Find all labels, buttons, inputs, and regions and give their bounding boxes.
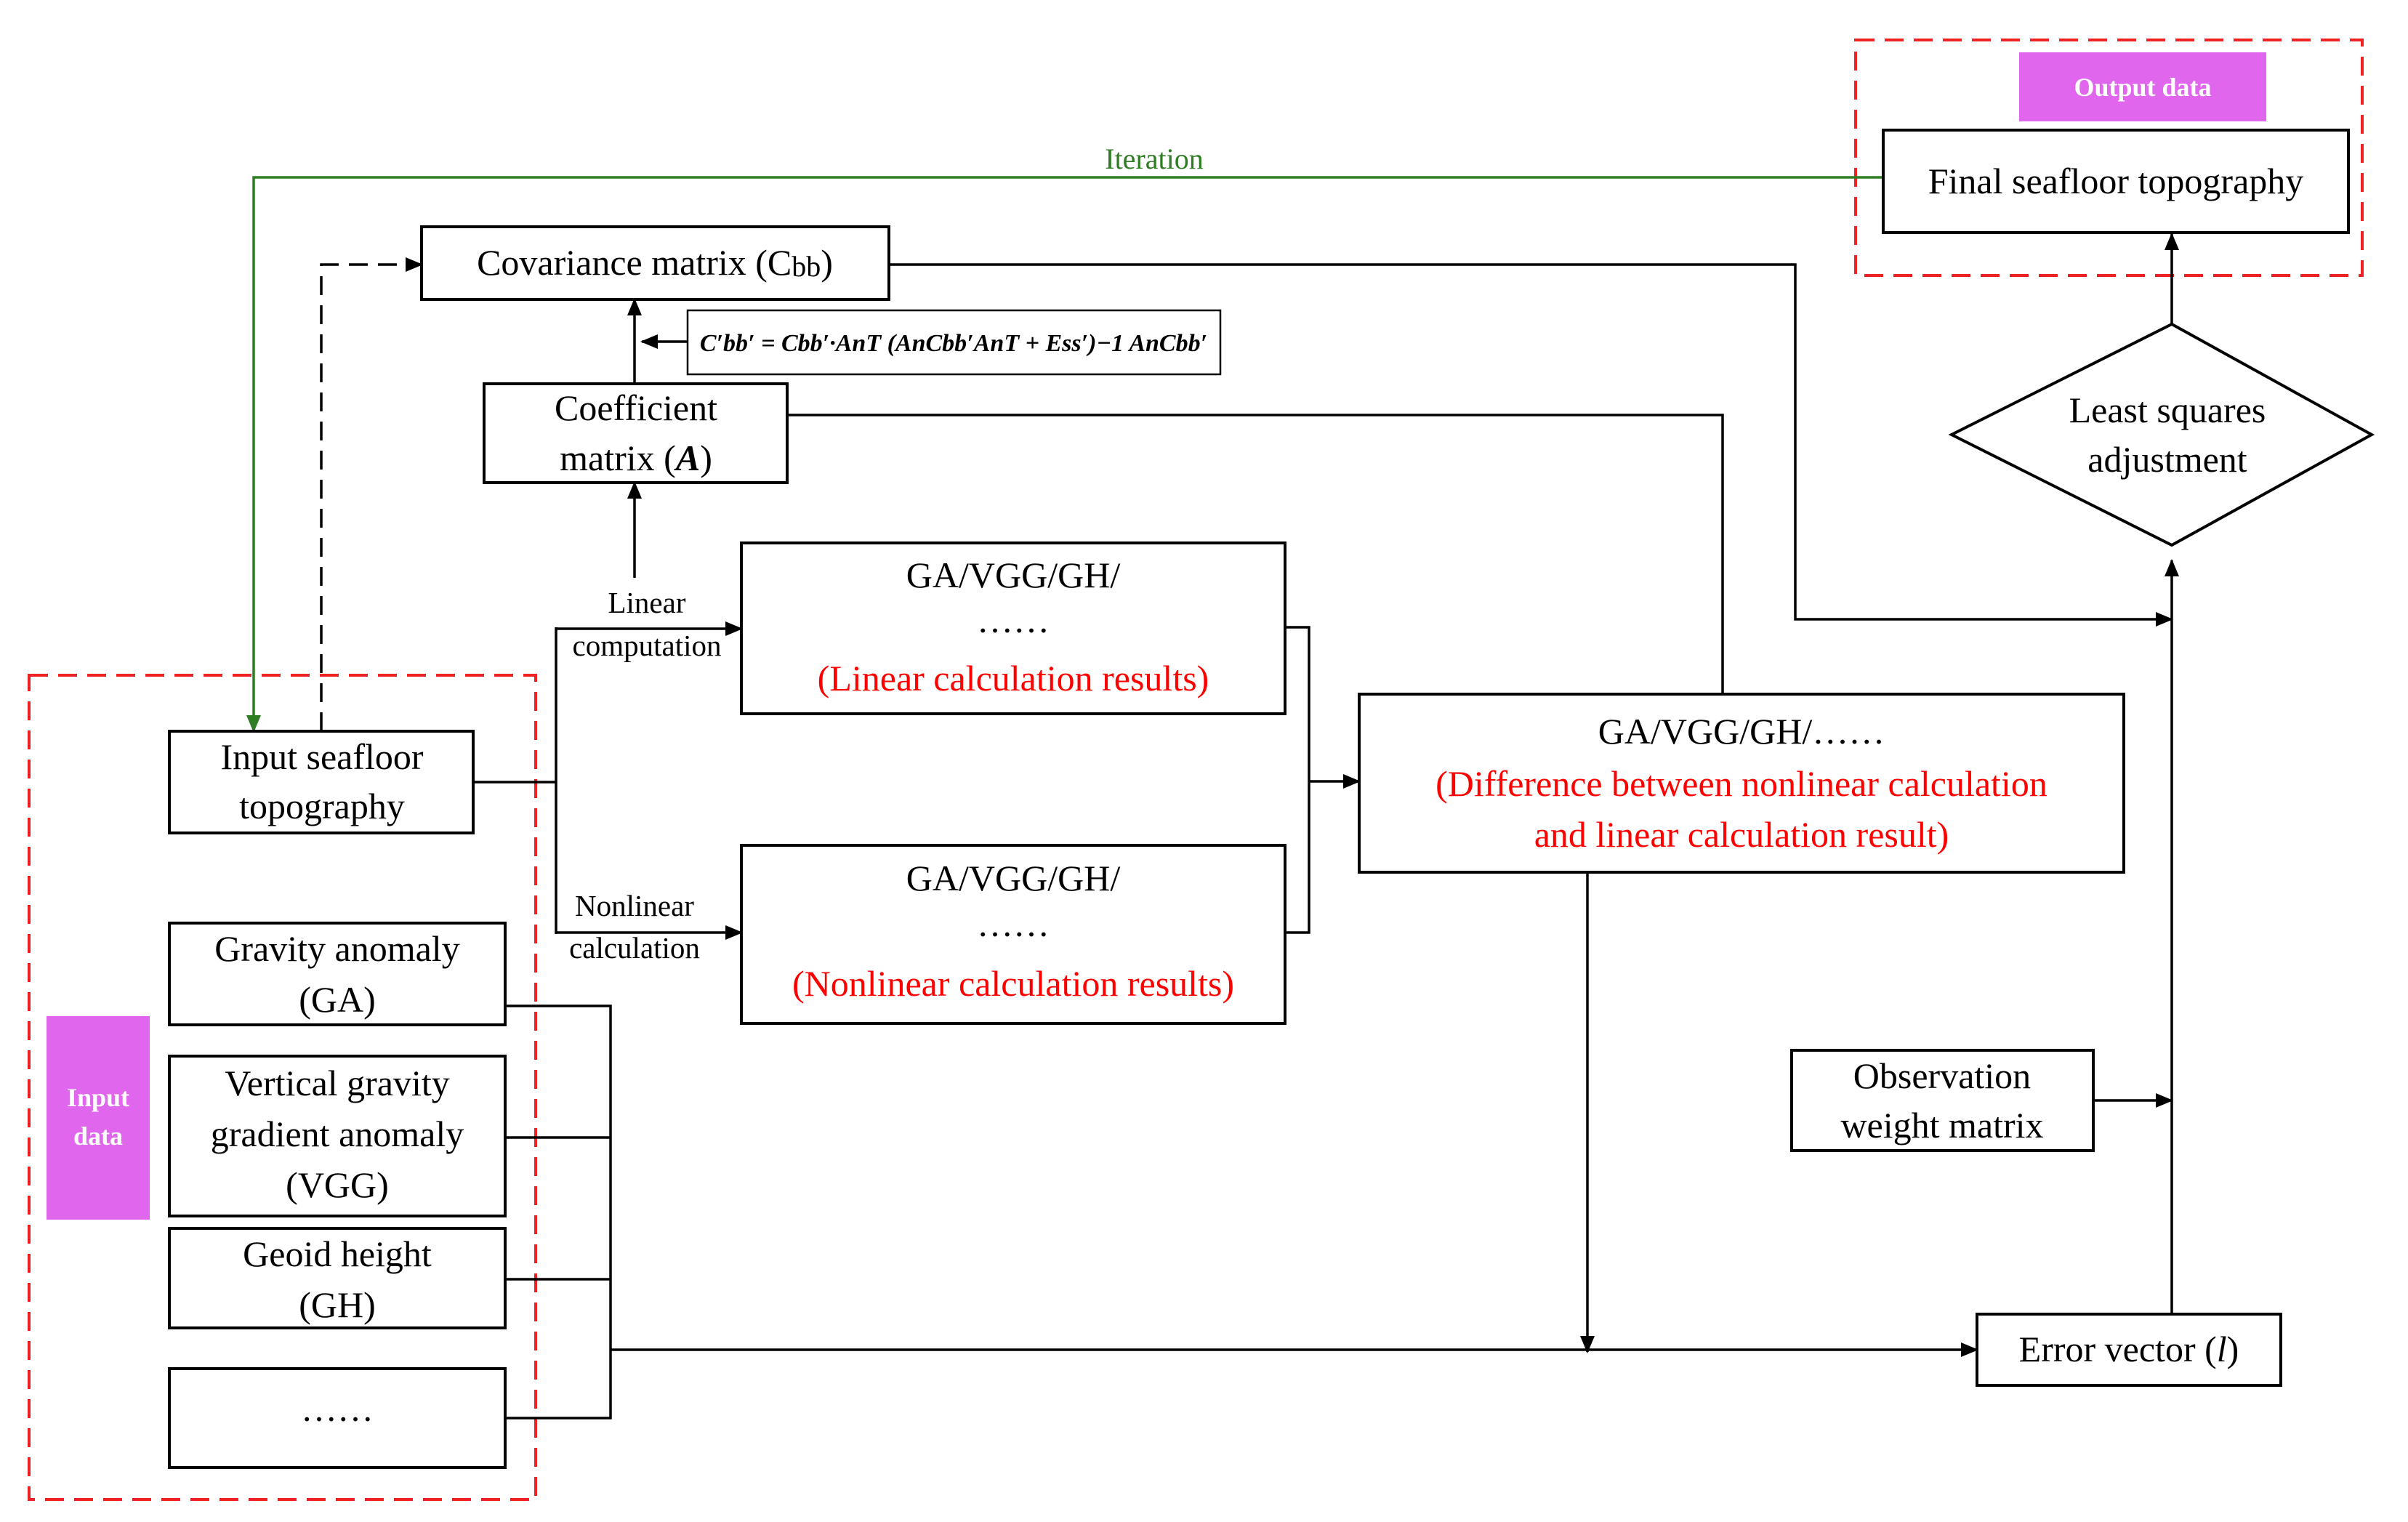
vgg-label-3: (VGG): [286, 1164, 389, 1205]
observation-weight-label-2: weight matrix: [1840, 1105, 2043, 1145]
linear-label-2: computation: [573, 629, 722, 662]
linear-label-1: Linear: [608, 586, 686, 619]
error-vector-box: [1976, 1313, 2282, 1387]
final-topography-label: Final seafloor topography: [1928, 161, 2304, 201]
linear-results-box: [740, 541, 1286, 715]
formula-text: C′bb′ = Cbb′·AnT (AnCbb′AnT + Ess′)−1 An…: [700, 330, 1207, 357]
input-data-region: [28, 674, 537, 1501]
vgg-label-1: Vertical gravity: [225, 1063, 450, 1103]
topography-to-covariance-arrow: [320, 257, 423, 731]
gravity-anomaly-box: [168, 922, 507, 1026]
output-data-tag: [2019, 52, 2266, 121]
error-vector-label: Error vector (l): [2019, 1329, 2239, 1369]
coefficient-to-difference-line: [787, 414, 1724, 694]
geoid-height-box: [168, 1227, 507, 1329]
output-data-label: Output data: [2074, 73, 2211, 102]
linear-results-label-1: GA/VGG/GH/: [906, 555, 1121, 595]
nonlinear-label-2: calculation: [569, 931, 700, 965]
nonlinear-results-label-2: ……: [977, 903, 1050, 944]
coefficient-matrix-box: [483, 382, 789, 484]
iteration-label: Iteration: [1105, 142, 1204, 175]
input-topography-label-2: topography: [239, 786, 405, 826]
input-collector-line: [505, 1004, 612, 1420]
difference-label-1: GA/VGG/GH/……: [1598, 711, 1885, 752]
gravity-anomaly-label-2: (GA): [299, 979, 376, 1020]
geoid-height-label-2: (GH): [299, 1284, 376, 1325]
iteration-arrow: [246, 176, 1883, 733]
input-data-label-2: data: [73, 1122, 123, 1151]
linear-results-label-3: (Linear calculation results): [818, 658, 1209, 698]
nonlinear-results-label-1: GA/VGG/GH/: [906, 858, 1121, 898]
output-data-region: [1854, 39, 2364, 277]
vgg-box: [168, 1055, 507, 1217]
difference-label-3: and linear calculation result): [1534, 814, 1949, 855]
more-inputs-label: ……: [301, 1388, 374, 1429]
nonlinear-results-label-3: (Nonlinear calculation results): [792, 963, 1234, 1004]
input-topography-label-1: Input seafloor: [220, 736, 423, 777]
formula-box: [686, 309, 1222, 376]
observation-weight-box: [1790, 1049, 2095, 1152]
input-topography-box: [168, 730, 475, 834]
input-data-tag: [47, 1016, 150, 1220]
coefficient-matrix-label-1: Coefficient: [555, 387, 717, 428]
vgg-label-2: gradient anomaly: [211, 1114, 464, 1154]
least-squares-label-1: Least squares: [2069, 390, 2266, 430]
coefficient-matrix-label-2: matrix (A): [560, 438, 712, 478]
least-squares-diamond: [1948, 322, 2375, 547]
nonlinear-label-1: Nonlinear: [575, 889, 694, 922]
more-inputs-box: [168, 1367, 507, 1469]
gravity-anomaly-label-1: Gravity anomaly: [214, 928, 459, 969]
linear-result-line: [1285, 626, 1310, 934]
input-data-label-1: Input: [67, 1083, 129, 1112]
difference-box: [1358, 693, 2125, 874]
final-topography-box: [1882, 129, 2350, 234]
linear-results-label-2: ……: [977, 600, 1050, 640]
covariance-matrix-box: [420, 225, 890, 301]
difference-label-2: (Difference between nonlinear calculatio…: [1435, 763, 2047, 804]
geoid-height-label-1: Geoid height: [243, 1233, 432, 1274]
observation-weight-label-1: Observation: [1853, 1055, 2031, 1096]
nonlinear-results-box: [740, 844, 1286, 1025]
covariance-to-adjustment-line: [889, 263, 2173, 627]
covariance-matrix-label: Covariance matrix (Cbb): [477, 242, 833, 283]
least-squares-label-2: adjustment: [2087, 439, 2247, 480]
